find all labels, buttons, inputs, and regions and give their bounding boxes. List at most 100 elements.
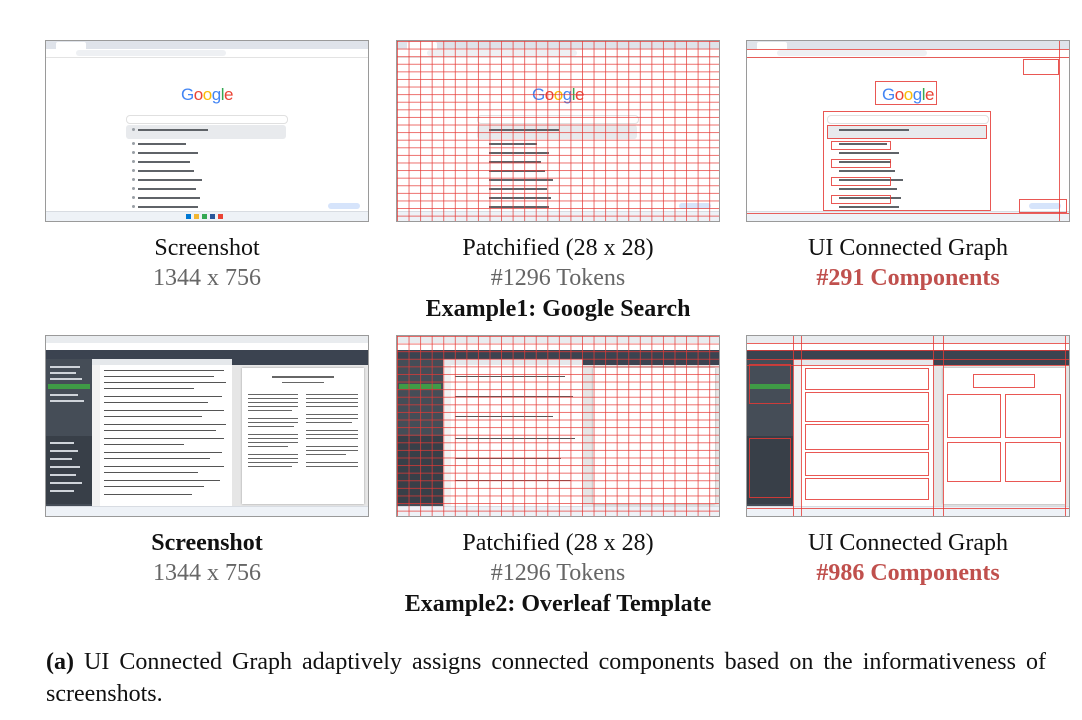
code-line xyxy=(104,410,224,411)
component-box xyxy=(831,177,891,186)
pdf-text-line xyxy=(248,426,294,427)
selected-file xyxy=(399,384,441,389)
file-item xyxy=(50,378,82,380)
component-box xyxy=(805,424,929,450)
windows-icon xyxy=(186,214,191,219)
component-box xyxy=(947,394,1001,438)
pdf-text-line xyxy=(306,402,358,403)
code-line xyxy=(104,396,222,397)
suggestion-highlight xyxy=(477,125,637,139)
suggestion-line xyxy=(138,188,196,190)
app-icon xyxy=(210,214,215,219)
component-line xyxy=(747,350,1069,351)
browser-titlebar xyxy=(46,336,368,343)
line-gutter xyxy=(793,359,801,507)
pdf-page xyxy=(242,368,364,504)
component-box xyxy=(749,438,791,498)
pdf-toolbar xyxy=(933,359,1069,365)
component-line xyxy=(747,57,1069,58)
browser-titlebar xyxy=(747,41,1069,49)
code-line xyxy=(455,376,565,377)
component-line xyxy=(747,213,1069,214)
example-title: Example2: Overleaf Template xyxy=(404,591,712,617)
outline-item xyxy=(50,450,78,452)
suggestion-line xyxy=(489,206,549,208)
example-title: Example1: Google Search xyxy=(425,296,691,322)
pdf-text-line xyxy=(248,402,298,403)
customize-chrome-pill xyxy=(679,203,711,209)
code-line xyxy=(455,438,575,439)
pdf-text-line xyxy=(248,394,298,395)
pdf-text-line xyxy=(248,418,298,419)
panel-subcaption: 1344 x 756 xyxy=(153,265,261,291)
outline-panel xyxy=(46,436,92,504)
component-line xyxy=(1059,41,1060,221)
panel-caption: UI Connected Graph xyxy=(808,530,1008,556)
outline-panel xyxy=(747,436,793,504)
search-box xyxy=(827,115,989,124)
google-connected-graph-thumbnail: Google xyxy=(746,40,1070,222)
code-line xyxy=(104,494,192,495)
suggestion-line xyxy=(489,161,541,163)
code-line xyxy=(104,472,198,473)
code-editor xyxy=(443,359,583,507)
component-box xyxy=(827,125,987,139)
code-line xyxy=(104,486,204,487)
figure-caption-text: UI Connected Graph adaptively assigns co… xyxy=(46,649,1047,707)
code-line xyxy=(104,430,216,431)
outline-item xyxy=(50,442,74,444)
code-line xyxy=(455,416,553,417)
pdf-text-line xyxy=(248,462,298,463)
suggestion-line xyxy=(138,206,198,208)
suggestion-line xyxy=(839,161,891,163)
code-line xyxy=(104,376,214,377)
customize-chrome-pill xyxy=(328,203,360,209)
panel-subcaption: #1296 Tokens xyxy=(490,560,626,586)
pdf-text-line xyxy=(306,438,358,439)
pdf-text-line xyxy=(248,406,298,407)
figure-label: (a) xyxy=(46,649,74,675)
pdf-text-line xyxy=(248,398,298,399)
component-line xyxy=(933,336,934,516)
component-box xyxy=(749,364,791,404)
suggestion-line xyxy=(138,197,200,199)
pdf-text-line xyxy=(248,442,298,443)
suggestion-line xyxy=(489,188,547,190)
url-field xyxy=(427,50,577,56)
url-field xyxy=(76,50,226,56)
search-box xyxy=(126,115,288,124)
suggestion-line xyxy=(489,170,545,172)
line-gutter xyxy=(443,359,451,507)
panel-subcaption: #1296 Tokens xyxy=(490,265,626,291)
taskbar xyxy=(46,506,368,516)
suggestion-icon xyxy=(132,178,135,181)
code-line xyxy=(104,458,210,459)
browser-titlebar xyxy=(397,41,719,49)
suggestion-line xyxy=(489,197,551,199)
code-line xyxy=(104,452,222,453)
panel-caption: Screenshot xyxy=(154,235,260,261)
component-box xyxy=(831,141,891,150)
component-line xyxy=(747,359,1069,360)
component-line xyxy=(801,336,802,516)
panel-caption: Patchified (28 x 28) xyxy=(462,530,654,556)
line-gutter xyxy=(92,359,100,507)
code-line xyxy=(104,370,224,371)
suggestion-line xyxy=(839,206,899,208)
suggestion-line xyxy=(839,179,903,181)
suggestion-highlight xyxy=(126,125,286,139)
google-logo: Google xyxy=(181,85,233,104)
taskbar xyxy=(747,211,1069,221)
suggestion-icon xyxy=(132,142,135,145)
suggestion-line xyxy=(138,129,208,131)
code-line xyxy=(455,458,561,459)
code-line xyxy=(104,402,208,403)
pdf-text-line xyxy=(306,430,358,431)
panel-caption: Screenshot xyxy=(151,530,263,556)
suggestion-line xyxy=(489,129,559,131)
component-box xyxy=(947,442,1001,482)
pdf-text-line xyxy=(306,434,358,435)
suggestion-line xyxy=(138,161,190,163)
suggestion-icon xyxy=(132,205,135,208)
code-editor xyxy=(92,359,232,507)
